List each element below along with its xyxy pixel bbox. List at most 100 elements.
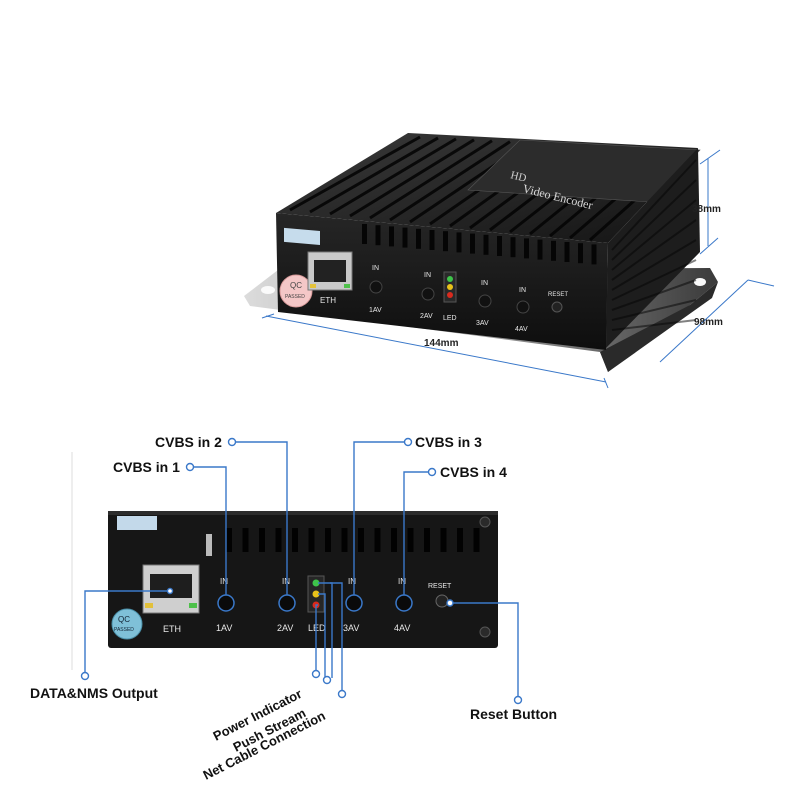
callout-reset-button: Reset Button xyxy=(470,706,557,722)
vent-slot xyxy=(473,528,480,552)
reset-button xyxy=(435,594,449,608)
vent-slot xyxy=(483,234,489,255)
depth-dimension: 98mm xyxy=(694,317,723,328)
device-3d-view: HD Video Encoder QC PASSED ETH IN 1AV IN… xyxy=(244,133,775,389)
av-jack-2 xyxy=(278,594,296,612)
vent-slot xyxy=(564,242,570,262)
vent-slot xyxy=(375,225,381,246)
side-fin xyxy=(611,279,697,311)
heatsink-fin xyxy=(329,137,457,216)
vent-slot xyxy=(374,528,381,552)
vent-slot xyxy=(259,528,265,552)
vent-slot xyxy=(578,243,583,264)
heatsink-fin xyxy=(309,136,439,214)
reset-label: RESET xyxy=(548,292,568,298)
av-jacks-3d: IN 1AV IN 2AV LED IN 3AV IN 4AV RESET xyxy=(369,265,568,333)
qc-sticker xyxy=(111,608,143,640)
vent-slot xyxy=(537,239,543,260)
port-label: 2AV xyxy=(277,623,293,633)
eth-label: ETH xyxy=(163,624,181,634)
panel-body xyxy=(108,511,498,648)
in-label: IN xyxy=(481,280,488,287)
qc-label-top: QC xyxy=(290,281,302,290)
in-label: IN xyxy=(372,265,379,272)
reset-label: RESET xyxy=(428,583,452,590)
vent-slot xyxy=(226,528,232,552)
callout-lines xyxy=(84,441,519,700)
vent-slot xyxy=(440,528,447,552)
vent-slot xyxy=(429,230,435,250)
vent-slot xyxy=(389,226,394,247)
serial-sticker xyxy=(117,516,157,530)
vent-slot xyxy=(524,238,529,259)
port-label: 2AV xyxy=(420,313,433,320)
vent-slot xyxy=(362,224,367,244)
led-yellow xyxy=(312,590,320,598)
side-fin xyxy=(611,299,697,321)
vent-slot xyxy=(275,528,282,552)
side-fin xyxy=(611,179,697,261)
device-front-panel: ETH QC PASSED IN 1AV IN 2AV LED IN 3AV I… xyxy=(108,511,498,648)
vent-slot xyxy=(292,528,298,552)
av-jack-4 xyxy=(395,594,413,612)
qc-label-bottom: PASSED xyxy=(285,294,305,300)
side-fin xyxy=(611,239,697,291)
qc-sticker-3d xyxy=(279,274,313,308)
callout-data-nms-output: DATA&NMS Output xyxy=(30,685,158,701)
vent-slot xyxy=(358,528,364,552)
vent-slot xyxy=(407,528,414,552)
av-jack-1 xyxy=(217,594,235,612)
qc-label-top: QC xyxy=(118,615,130,624)
vent-slot xyxy=(402,227,408,248)
vent-slot xyxy=(308,528,315,552)
in-label: IN xyxy=(519,287,526,294)
led-label: LED xyxy=(443,315,457,322)
serial-sticker xyxy=(284,227,320,245)
side-fin xyxy=(611,159,697,251)
screw xyxy=(479,626,491,638)
av-jack-3 xyxy=(345,594,363,612)
vent-slot xyxy=(510,237,516,258)
callout-cvbs-in-2: CVBS in 2 xyxy=(155,434,222,450)
vent-slot xyxy=(325,528,331,552)
title-plate xyxy=(467,139,701,203)
callout-cvbs-in-3: CVBS in 3 xyxy=(415,434,482,450)
led-label: LED xyxy=(308,623,326,633)
dimension-lines xyxy=(261,149,775,389)
port-label: 4AV xyxy=(394,623,410,633)
callout-endpoints xyxy=(80,437,523,705)
port-label: 1AV xyxy=(216,623,232,633)
vent-slot xyxy=(591,244,597,265)
side-fin xyxy=(611,259,697,301)
screw xyxy=(479,516,491,528)
vent-slot xyxy=(242,528,249,552)
callout-cvbs-in-4: CVBS in 4 xyxy=(440,464,507,480)
vent-slot xyxy=(457,528,463,552)
eth-label-3d: ETH xyxy=(320,296,336,305)
qc-label-bottom: PASSED xyxy=(114,627,134,633)
side-fin xyxy=(611,199,697,271)
device-brand-hd: HD xyxy=(509,169,527,185)
heatsink-fin xyxy=(389,140,511,222)
vent-slot xyxy=(391,528,397,552)
led-green xyxy=(312,579,320,587)
heatsink-fin xyxy=(349,138,475,218)
side-fin xyxy=(611,319,697,331)
in-label: IN xyxy=(282,577,290,586)
port-label: 3AV xyxy=(343,623,359,633)
vent-slot xyxy=(424,528,430,552)
in-label: IN xyxy=(398,577,406,586)
vent-slot xyxy=(416,228,421,249)
vent-slot xyxy=(470,233,475,254)
heatsink-fin xyxy=(369,139,493,220)
port-label: 3AV xyxy=(476,320,489,327)
vent-slot xyxy=(341,528,348,552)
vent-slot xyxy=(456,232,462,253)
in-label: IN xyxy=(424,272,431,279)
vent-slot xyxy=(497,236,502,256)
in-label: IN xyxy=(348,577,356,586)
vent-slot xyxy=(551,240,556,261)
heatsink-fin xyxy=(289,135,421,212)
width-dimension: 144mm xyxy=(424,338,459,349)
